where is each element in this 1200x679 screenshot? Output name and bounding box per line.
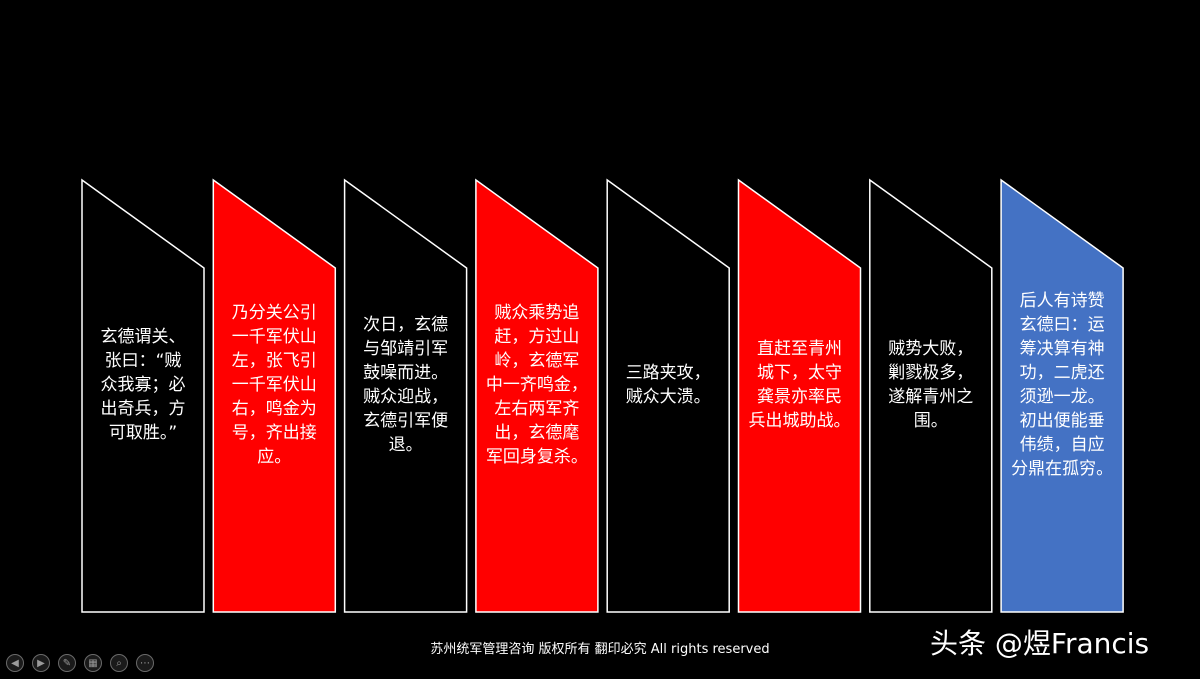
process-step-shape-5 [606,178,730,613]
process-step-shape-4 [475,178,599,613]
process-step-shape-6 [737,178,862,613]
copyright-footer: 苏州统军管理咨询 版权所有 翻印必究 All rights reserved [430,642,770,657]
process-step-text-3: 次日，玄德 与邹靖引军 鼓噪而进。 贼众迎战， 玄德引军便 退。 [363,315,449,455]
process-step-text-4: 贼众乘势追 赶，方过山 岭，玄德军 中一齐鸣金， 左右两军齐 出，玄德麾 军回身… [485,303,588,467]
process-step-shape-1 [81,178,205,613]
process-step-text-6: 直赶至青州 城下，太守 龚景亦率民 兵出城助战。 [748,339,851,431]
toutiao-watermark: 头条 @煜Francis [930,627,1150,660]
prev-icon[interactable]: ◀ [6,654,24,672]
process-step-text-8: 后人有诗赞 玄德曰：运 筹决算有神 功，二虎还 须逊一龙。 初出便能垂 伟绩，自… [1011,291,1114,479]
process-step-shape-3 [343,178,468,613]
zoom-icon[interactable]: ⌕ [110,654,128,672]
process-step-text-7: 贼势大败， 剿戮极多， 遂解青州之 围。 [888,339,974,431]
slideshow-nav-bar: ◀ ▶ ✎ ▦ ⌕ ⋯ [6,654,154,674]
process-step-text-5: 三路夹攻， 贼众大溃。 [625,363,711,407]
process-step-shape-8 [1000,178,1124,613]
more-icon[interactable]: ⋯ [136,654,154,672]
process-step-shape-7 [869,178,993,613]
next-icon[interactable]: ▶ [32,654,50,672]
process-step-text-1: 玄德谓关、 张曰：“贼 众我寡；必 出奇兵，方 可取胜。” [100,327,186,443]
pen-icon[interactable]: ✎ [58,654,76,672]
process-step-shape-2 [212,178,337,613]
process-step-text-2: 乃分关公引 一千军伏山 左，张飞引 一千军伏山 右，鸣金为 号，齐出接 应。 [231,303,317,467]
slides-icon[interactable]: ▦ [84,654,102,672]
